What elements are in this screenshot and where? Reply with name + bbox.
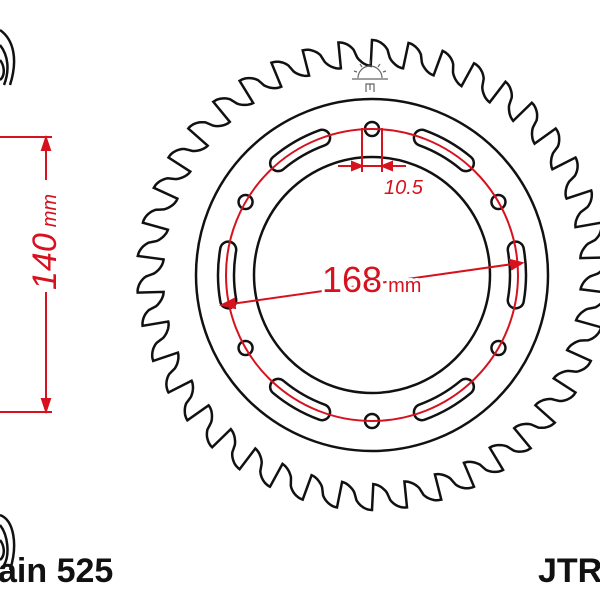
- mounting-hole: [490, 193, 507, 211]
- dimension-168: [219, 258, 525, 310]
- mounting-slot: [412, 377, 476, 422]
- sprocket-teeth-outline: [136, 38, 600, 512]
- part-number-label: JTR: [538, 552, 600, 590]
- dimension-140: [0, 134, 52, 415]
- mounting-slot: [268, 377, 332, 422]
- sprocket-body-circle: [194, 97, 550, 453]
- dimension-hole-label: 10.5: [384, 177, 424, 199]
- front-sprocket-partial: [0, 28, 16, 571]
- mounting-slot: [268, 128, 332, 173]
- mounting-hole: [490, 339, 507, 357]
- mounting-hole: [237, 339, 254, 357]
- center-bore-circle: [252, 155, 492, 395]
- chain-size-label: ain 525: [0, 552, 114, 590]
- sun-logo-icon: [352, 60, 388, 92]
- mounting-hole: [237, 193, 254, 211]
- dimension-140-label: 140mm: [26, 194, 64, 290]
- pcd-circle: [225, 128, 519, 422]
- dimension-hole: [338, 128, 406, 172]
- mounting-slot: [412, 128, 476, 173]
